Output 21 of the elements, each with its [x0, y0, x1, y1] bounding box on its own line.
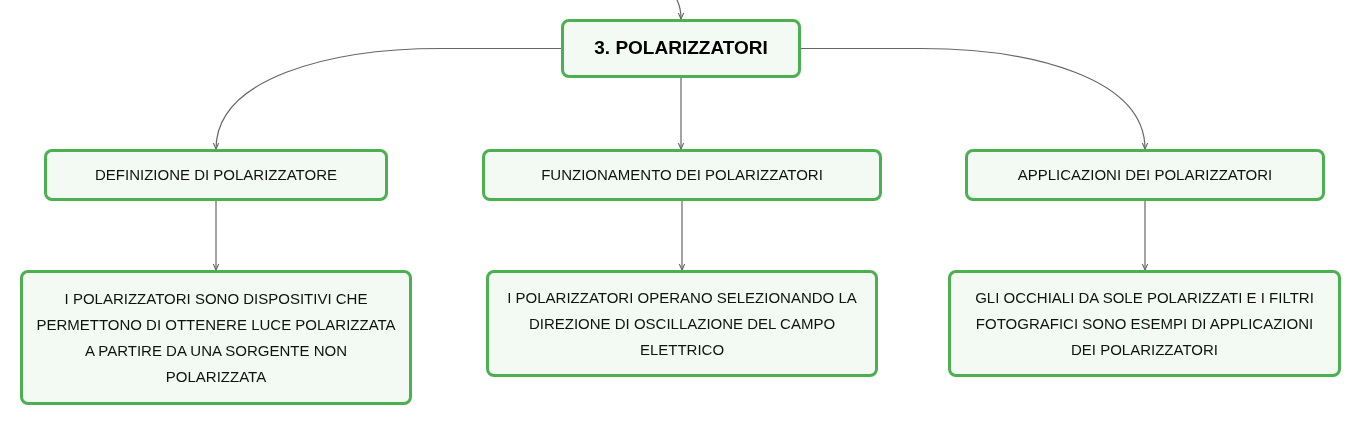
node-text: 3. POLARIZZATORI	[594, 36, 768, 61]
node-text: DEFINIZIONE DI POLARIZZATORE	[95, 165, 337, 185]
subtopic-box	[965, 149, 1325, 201]
node-text: APPLICAZIONI DEI POLARIZZATORI	[1017, 165, 1273, 185]
connector-arrow	[212, 200, 220, 271]
node-text: FUNZIONAMENTO DEI POLARIZZATORI	[541, 165, 823, 185]
topic-box	[561, 19, 801, 78]
subtopic-box	[482, 149, 882, 201]
subtopic-box	[44, 149, 388, 201]
node-text: I POLARIZZATORI SONO DISPOSITIVI CHE PERMETTONO DI OTTENERE LUCE POLARIZZATA A PARTIRE DA UNA SORGENTE NON POLARIZZATA	[35, 288, 397, 387]
connector-arrow	[800, 47, 1148, 150]
subtopic-box	[486, 270, 878, 377]
connector-arrow	[676, 0, 685, 20]
node-text: GLI OCCHIALI DA SOLE POLARIZZATI E I FILTRI FOTOGRAFICI SONO ESEMPI DI APPLICAZIONI DEI POLARIZZATORI	[974, 287, 1315, 360]
connector-arrow	[677, 77, 685, 150]
node-text: I POLARIZZATORI OPERANO SELEZIONANDO LA DIREZIONE DI OSCILLAZIONE DEL CAMPO ELETTRICO	[506, 287, 858, 360]
connector-arrow	[678, 200, 686, 271]
subtopic-box	[20, 270, 412, 405]
subtopic-box	[948, 270, 1341, 377]
connector-arrow	[213, 47, 562, 150]
connector-arrow	[1141, 200, 1149, 271]
